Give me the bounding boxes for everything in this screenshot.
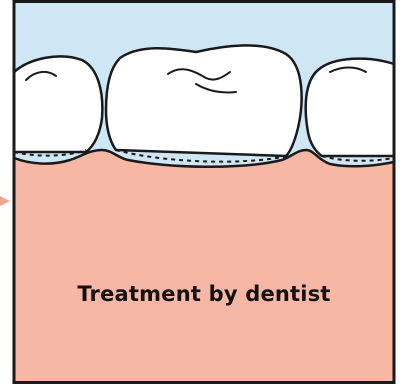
left-tooth-icon [14, 56, 102, 152]
gum-area [14, 150, 394, 384]
caption-text: Treatment by dentist [14, 282, 394, 306]
right-tooth-icon [306, 59, 394, 156]
arrow-right-icon [0, 196, 10, 206]
center-tooth-icon [106, 45, 302, 156]
